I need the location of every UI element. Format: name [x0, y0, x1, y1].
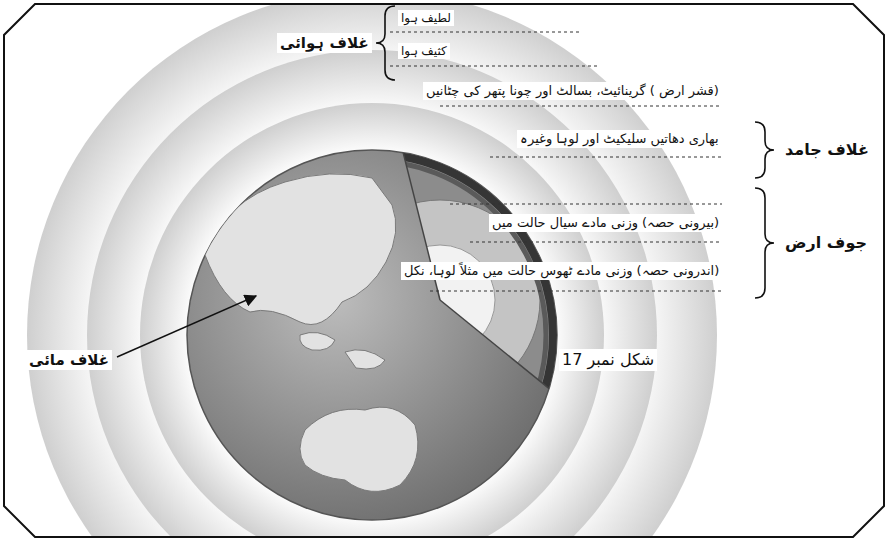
- layer-label: لطیف ہوا: [398, 10, 454, 26]
- leader-arrow: [117, 296, 256, 357]
- region-label: غلاف مائی: [26, 350, 112, 370]
- region-label: غلاف جامد: [782, 139, 872, 161]
- page-frame: [4, 4, 884, 537]
- globe: [187, 140, 600, 520]
- layer-label: بھاری دھاتیں سلیکیٹ اور لوہا وغیرہ: [517, 130, 722, 148]
- layer-label: (اندرونی حصہ) وزنی مادے ٹھوس حالت میں مث…: [401, 262, 722, 280]
- layer-label: (بیرونی حصہ) وزنی مادے سیال حالت میں: [489, 214, 722, 232]
- cutaway-layers: [187, 140, 600, 520]
- layer-label: (قشر ارض ) گرینائیٹ، بسالٹ اور چونا پتھر…: [423, 82, 722, 100]
- figure-caption: شکل نمبر 17: [559, 349, 657, 371]
- bracket: [376, 6, 774, 298]
- region-label: غلاف ہوائی: [277, 33, 372, 53]
- layer-label: کثیف ہوا: [398, 43, 450, 59]
- region-label: جوف ارض: [782, 232, 870, 254]
- leader-line: [390, 32, 722, 291]
